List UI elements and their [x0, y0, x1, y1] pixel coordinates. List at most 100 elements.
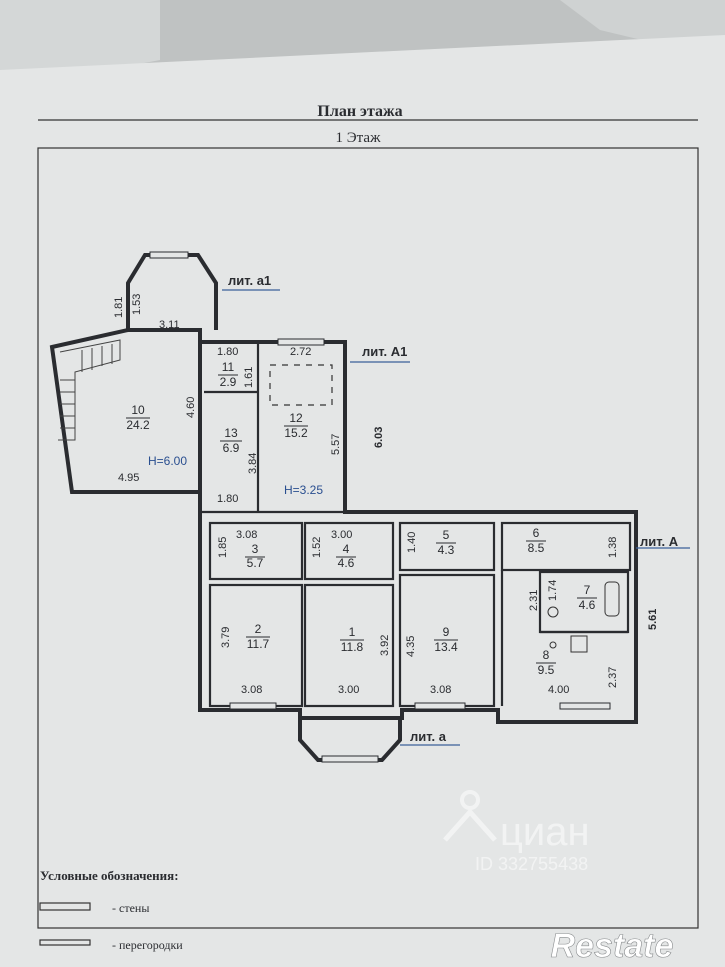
room-3-area: 5.7: [247, 556, 264, 570]
height-lit-a1: H=6.00: [148, 454, 187, 468]
dimension-labels: 1.81 1.53 3.11 4.60 4.95 1.80 1.61 2.72 …: [113, 294, 659, 696]
room-13-number: 13: [224, 426, 238, 440]
room-2-number: 2: [255, 622, 262, 636]
legend-partitions-label: - перегородки: [112, 938, 183, 952]
room-12-number: 12: [289, 411, 303, 425]
dim-1-40: 1.40: [406, 532, 418, 553]
bath-fixtures: [547, 581, 620, 653]
cian-watermark: циан ID 332755438: [443, 790, 590, 874]
room-8-area: 9.5: [538, 663, 555, 677]
dim-1-53: 1.53: [131, 294, 143, 315]
window-bay-a: [321, 755, 379, 763]
dim-3-11: 3.11: [159, 319, 180, 331]
dim-1-74: 1.74: [547, 580, 559, 601]
dim-1-80-bottom: 1.80: [217, 493, 238, 505]
dim-1-80-top: 1.80: [217, 346, 238, 358]
cian-listing-id: ID 332755438: [475, 854, 588, 874]
window-12: [277, 338, 325, 346]
paper-sheet: [0, 35, 725, 967]
cian-logo-icon: [460, 790, 480, 810]
dim-3-08-top: 3.08: [236, 529, 257, 541]
dim-4-95: 4.95: [118, 472, 139, 484]
room-9-number: 9: [443, 625, 450, 639]
dim-3-79: 3.79: [220, 627, 232, 648]
room-1-number: 1: [349, 625, 356, 639]
room-12-area: 15.2: [284, 426, 308, 440]
window-8: [559, 702, 611, 710]
dim-1-52: 1.52: [311, 537, 323, 558]
wall-room-10: [49, 328, 202, 494]
dim-3-00-room1: 3.00: [338, 684, 359, 696]
dim-1-38: 1.38: [607, 537, 619, 558]
restate-logo: Restate: [551, 927, 674, 965]
cian-wordmark: циан: [500, 810, 590, 854]
stove-icon: [570, 635, 588, 653]
room-3-number: 3: [252, 542, 259, 556]
drawing-frame: [37, 147, 699, 929]
dim-1-85: 1.85: [217, 537, 229, 558]
wall-main-block: [198, 330, 638, 724]
skylight-outline: [269, 364, 333, 406]
dim-4-00: 4.00: [548, 684, 569, 696]
dim-3-92: 3.92: [379, 635, 391, 656]
legend-wall-swatch: [39, 902, 91, 911]
dim-5-61: 5.61: [647, 609, 659, 630]
room-1-box: [303, 583, 395, 708]
room-4-number: 4: [343, 542, 350, 556]
room-7-area: 4.6: [579, 598, 596, 612]
legend-walls-label: - стены: [112, 901, 149, 915]
dim-2-37: 2.37: [607, 667, 619, 688]
room-6-area: 8.5: [528, 541, 545, 555]
room-2-area: 11.7: [247, 637, 270, 651]
room-4-box: [303, 521, 395, 581]
dim-6-03: 6.03: [373, 427, 385, 448]
room-7-number: 7: [584, 583, 591, 597]
room-5-number: 5: [443, 528, 450, 542]
windows: [149, 251, 611, 763]
legend-title: Условные обозначения:: [40, 868, 179, 883]
room-4-area: 4.6: [338, 556, 355, 570]
legend-partitions: - перегородки: [39, 938, 183, 952]
window-bay-a1: [149, 251, 189, 259]
dim-4-35: 4.35: [405, 636, 417, 657]
room-8-number: 8: [543, 648, 550, 662]
plan-title: План этажа: [317, 103, 402, 120]
dim-2-72: 2.72: [290, 346, 311, 358]
plan-subtitle: 1 Этаж: [336, 130, 382, 146]
room-1-area: 11.8: [341, 640, 364, 654]
room-6-box: [500, 521, 632, 572]
stairs: [58, 339, 121, 441]
lit-A1-label: лит. А1: [362, 344, 407, 359]
dim-4-60: 4.60: [185, 397, 197, 418]
cian-logo-roof-icon: [443, 808, 497, 842]
room-labels: 1 11.8 2 11.7 3 5.7 4 4.6 5 4.3 6 8.5 7 …: [126, 360, 597, 677]
dim-1-81: 1.81: [113, 297, 125, 318]
dim-1-61: 1.61: [243, 367, 255, 388]
stair-outline: [58, 339, 121, 441]
dim-3-08-room2: 3.08: [241, 684, 262, 696]
dim-3-08-room9: 3.08: [430, 684, 451, 696]
room-9-area: 13.4: [434, 640, 458, 654]
lit-a-label: лит. а: [410, 729, 447, 744]
room-10-number: 10: [131, 403, 145, 417]
dim-2-31: 2.31: [528, 590, 540, 611]
dim-3-00-top: 3.00: [331, 529, 352, 541]
room-10-area: 24.2: [126, 418, 150, 432]
room-3-box: [208, 521, 304, 581]
window-9: [414, 702, 466, 710]
toilet-icon: [547, 606, 559, 618]
sink-icon: [549, 641, 557, 649]
bathtub-icon: [604, 581, 620, 617]
room-11-number: 11: [222, 360, 235, 374]
dim-5-57: 5.57: [330, 434, 342, 455]
room-5-area: 4.3: [438, 543, 455, 557]
legend-walls: - стены: [39, 901, 149, 915]
legend-partition-swatch: [39, 939, 91, 946]
room-11-area: 2.9: [220, 375, 237, 389]
height-lit-A1: H=3.25: [284, 483, 323, 497]
room-6-number: 6: [533, 526, 540, 540]
lit-a1-label: лит. а1: [228, 273, 271, 288]
window-2: [229, 702, 277, 710]
room-13-area: 6.9: [223, 441, 240, 455]
